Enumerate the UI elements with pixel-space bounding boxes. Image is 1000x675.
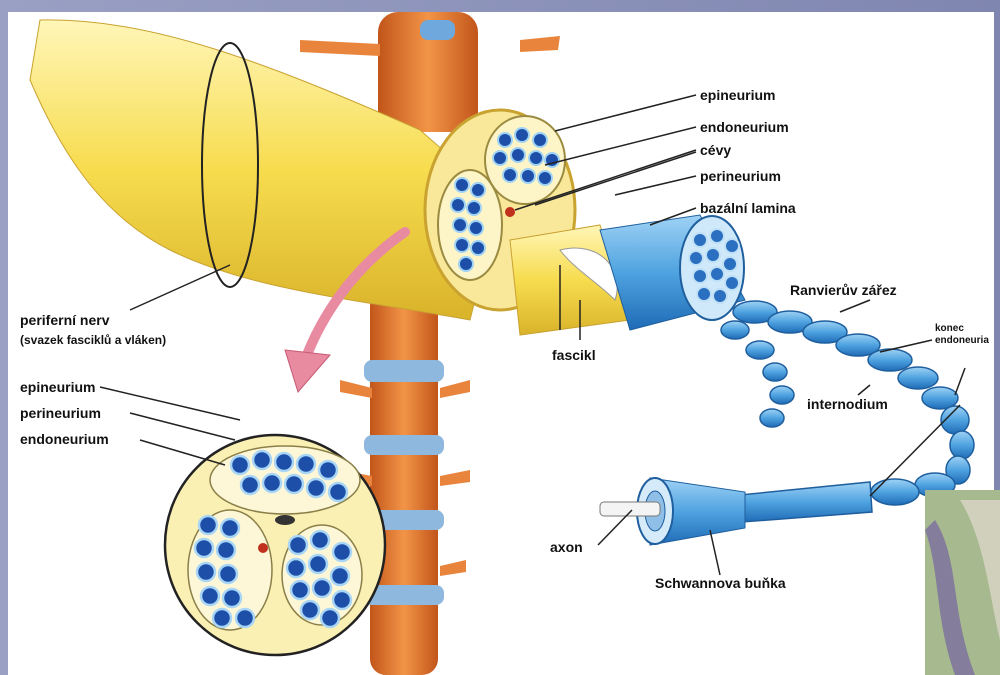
label-endoneurium-bottom: endoneurium (20, 432, 109, 446)
label-perineurium-bottom: perineurium (20, 406, 101, 420)
label-periferni-nerv: periferní nerv (20, 313, 109, 327)
histology-inset (925, 490, 1000, 675)
label-internodium: internodium (807, 397, 888, 411)
label-epineurium-bottom: epineurium (20, 380, 95, 394)
axon-core (600, 502, 660, 516)
label-konec-line1: konec (935, 324, 964, 334)
label-perineurium-top: perineurium (700, 169, 781, 183)
label-konec-line2: endoneuria (935, 336, 989, 346)
label-epineurium-top: epineurium (700, 88, 775, 102)
label-periferni-nerv-sub: (svazek fasciklů a vláken) (20, 334, 166, 346)
label-endoneurium-top: endoneurium (700, 120, 789, 134)
magnified-cross-section (165, 435, 385, 655)
label-ranvieruv-zarez: Ranvierův zářez (790, 283, 897, 297)
label-schwannova-bunka: Schwannova buňka (655, 576, 786, 590)
label-fascikl: fascikl (552, 348, 596, 362)
label-cevy: cévy (700, 143, 731, 157)
label-axon: axon (550, 540, 583, 554)
label-bazalni-lamina: bazální lamina (700, 201, 796, 215)
